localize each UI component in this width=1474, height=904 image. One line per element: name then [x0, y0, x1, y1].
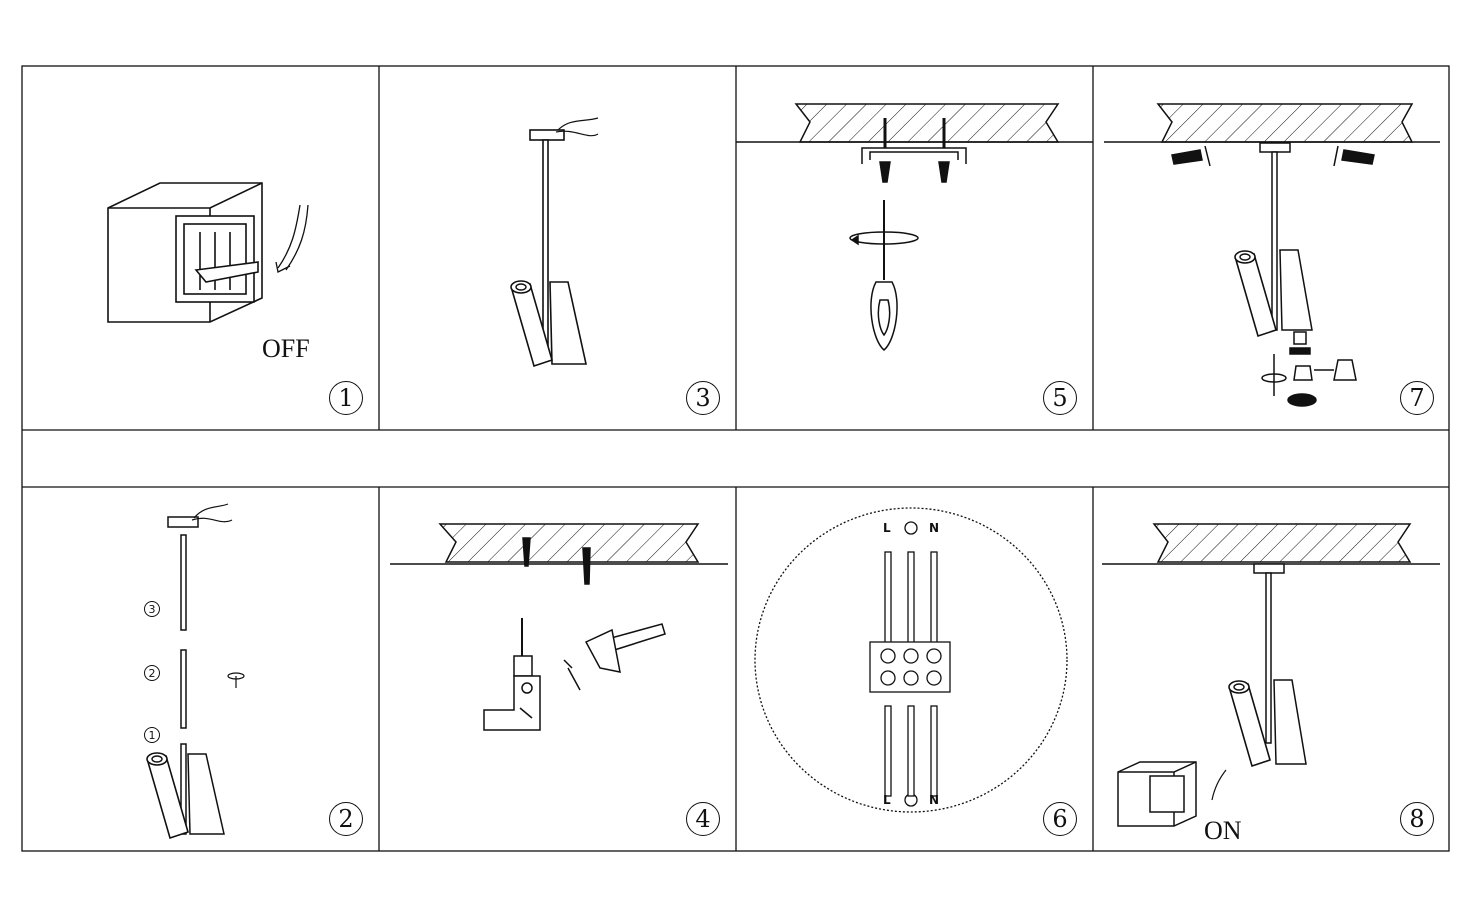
switch-box-off-illustration: [107, 182, 309, 323]
step-number-badge: 2: [329, 802, 363, 836]
switch-on-caption: ON: [1204, 816, 1242, 845]
neutral-wire-label: N: [929, 521, 940, 535]
segment-label: 2: [144, 665, 160, 681]
wiring-terminal-illustration: [754, 507, 1068, 813]
segment-label: 1: [144, 727, 160, 743]
step-number-badge: 6: [1043, 802, 1077, 836]
rod-segments-illustration: [146, 503, 245, 839]
assembled-lamp-illustration: [510, 117, 599, 367]
drilling-illustration: [390, 523, 728, 731]
lamp-fixing-illustration: [1104, 103, 1440, 407]
live-wire-label: L: [883, 521, 891, 535]
switch-off-caption: OFF: [262, 334, 310, 363]
lamp-installed-on-illustration: [1102, 523, 1440, 827]
step-number-badge: 7: [1400, 381, 1434, 415]
step-number-badge: 5: [1043, 381, 1077, 415]
step-number-badge: 1: [329, 381, 363, 415]
step-number-badge: 8: [1400, 802, 1434, 836]
live-wire-label: L: [883, 793, 891, 807]
grid-frame: [21, 65, 1450, 852]
mounting-bracket-illustration: [736, 103, 1093, 351]
step-number-badge: 4: [686, 802, 720, 836]
step-number-badge: 3: [686, 381, 720, 415]
segment-label: 3: [144, 601, 160, 617]
neutral-wire-label: N: [929, 793, 940, 807]
